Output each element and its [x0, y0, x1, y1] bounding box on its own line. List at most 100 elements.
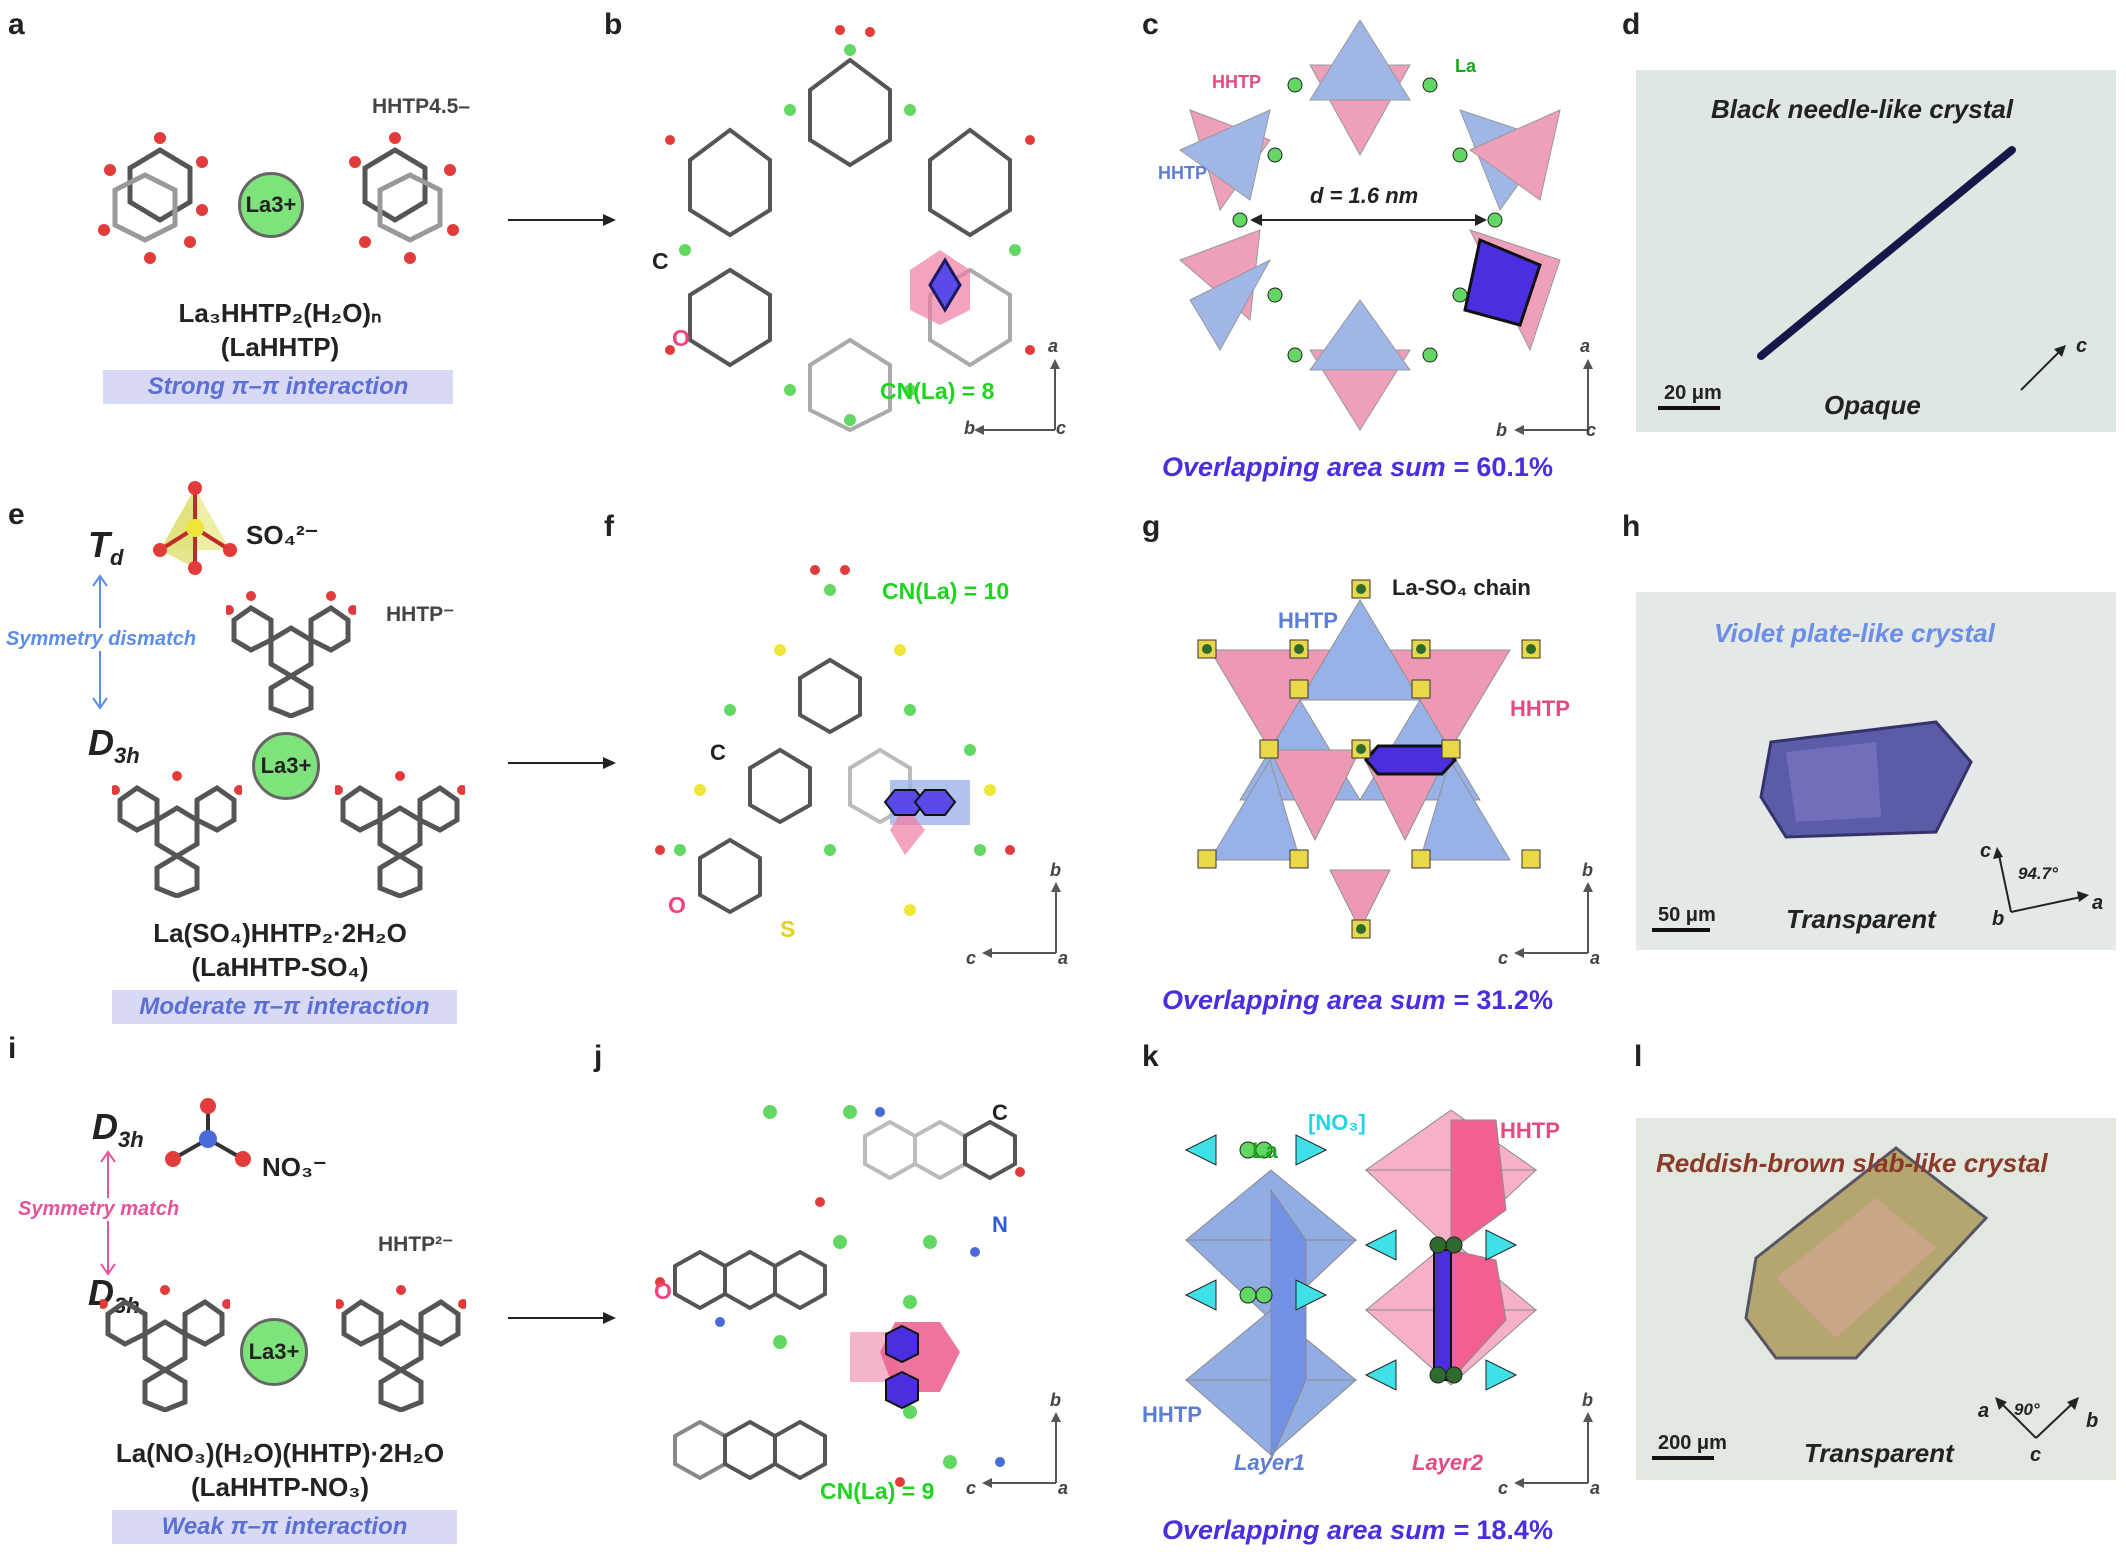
axis-c-h: c [1980, 840, 1992, 862]
abbr-a: (LaHHTP) [220, 332, 340, 362]
axis-k [1514, 1412, 1593, 1488]
hhtp-right-i [336, 1285, 466, 1412]
axis-b [974, 359, 1060, 435]
panel-label-g: g [1142, 510, 1161, 543]
interaction-band-e: Moderate π–π interaction [112, 990, 457, 1024]
axis-arrow-d [2020, 345, 2066, 391]
axis-j-origin: a [1058, 1478, 1069, 1498]
scalebar-d [1658, 406, 1720, 410]
panel-label-e: e [8, 498, 25, 531]
arrow-i-to-j [508, 1312, 616, 1324]
nitrate-molecule [165, 1098, 251, 1167]
title-l: Reddish-brown slab-like crystal [1656, 1148, 2048, 1178]
formula-a: La₃HHTP₂(H₂O)ₙ [178, 298, 382, 328]
la-ion-a: La3+ [238, 172, 304, 238]
axis-k-left: c [1498, 1478, 1509, 1498]
hhtp-left-e [112, 771, 242, 898]
formula-i: La(NO₃)(H₂O)(HHTP)·2H₂O [115, 1438, 445, 1468]
label-hhtp-pink-g: HHTP [1510, 696, 1570, 721]
overlap-g-value: 31.2% [1476, 985, 1553, 1015]
d3h-symbol-e: D3h [88, 722, 140, 769]
axis-j-up: b [1050, 1390, 1061, 1410]
cn-label-b: CN(La) = 8 [880, 378, 995, 404]
scalebar-l [1652, 1456, 1714, 1460]
atom-label-n-j: N [992, 1212, 1008, 1237]
label-hhtp-pink-c: HHTP [1212, 72, 1261, 92]
axis-f-left: c [966, 948, 977, 968]
interaction-band-a: Strong π–π interaction [103, 370, 453, 404]
hhtp-top-e [226, 591, 356, 718]
abbr-e: (LaHHTP-SO₄) [191, 952, 369, 982]
framework-f [655, 565, 1015, 916]
label-hhtp-pink-k: HHTP [1500, 1118, 1560, 1143]
axis-c [1514, 359, 1593, 435]
panel-label-b: b [604, 8, 623, 41]
overlap-k-label: Overlapping area sum = [1162, 1515, 1469, 1545]
atom-label-c-b: C [652, 248, 669, 274]
distance-c: d = 1.6 nm [1310, 183, 1419, 208]
cn-label-j: CN(La) = 9 [820, 1478, 935, 1504]
layer2-label: Layer2 [1412, 1450, 1483, 1475]
title-d: Black needle-like crystal [1711, 94, 2014, 124]
arrow-a-to-b [508, 214, 616, 226]
scalebar-label-l: 200 μm [1658, 1432, 1727, 1454]
framework-b [665, 25, 1035, 433]
axis-f [982, 882, 1061, 958]
axis-k-up: b [1582, 1390, 1593, 1410]
hhtp-molecule-right [349, 132, 459, 264]
atom-label-s-f: S [780, 916, 796, 942]
axis-a-l: a [1978, 1400, 1990, 1422]
label-la-c: La [1455, 56, 1477, 76]
microscope-image-h: Violet plate-like crystal 50 μm Transpar… [1636, 592, 2116, 950]
atom-label-o-j: O [654, 1278, 672, 1304]
angle-h: 94.7° [2018, 864, 2058, 883]
d3h-top-symbol: D3h [92, 1106, 144, 1153]
topology-c [1178, 20, 1561, 431]
match-label: Symmetry match [18, 1198, 180, 1221]
label-hhtp-blue-g: HHTP [1278, 608, 1338, 633]
dismatch-label: Symmetry dismatch [6, 628, 197, 651]
framework-j [655, 1105, 1025, 1487]
axis-c-up: a [1580, 336, 1591, 356]
chain-label-g: La-SO₄ chain [1392, 575, 1531, 600]
td-symbol: Td [88, 524, 124, 571]
overlap-k-value: 18.4% [1476, 1515, 1553, 1545]
overlap-c: Overlapping area sum = 60.1% [1162, 452, 1553, 483]
panel-label-j: j [594, 1040, 603, 1073]
hhtp-right-e [335, 771, 465, 898]
scalebar-label-d: 20 μm [1664, 382, 1722, 404]
angle-l: 90° [2014, 1400, 2040, 1419]
panel-label-a: a [8, 8, 25, 41]
scalebar-h [1652, 928, 1710, 932]
layer1-label: Layer1 [1234, 1450, 1305, 1475]
interaction-band-i: Weak π–π interaction [112, 1510, 457, 1544]
axis-j [982, 1412, 1061, 1488]
needle-crystal [1757, 146, 2016, 360]
axis-arrows-h [1993, 847, 2089, 913]
ligand-charge-a: HHTP4.5– [372, 95, 471, 118]
panel-label-f: f [604, 510, 614, 543]
axis-g-left: c [1498, 948, 1509, 968]
axis-c-left: b [1496, 420, 1507, 440]
formula-e: La(SO₄)HHTP₂·2H₂O [153, 918, 407, 948]
axis-f-up: b [1050, 860, 1061, 880]
no3-label-k: [NO₃] [1308, 1110, 1366, 1135]
overlap-g-label: Overlapping area sum = [1162, 985, 1469, 1015]
panel-label-c: c [1142, 8, 1159, 41]
opacity-l: Transparent [1804, 1438, 1954, 1468]
axis-f-origin: a [1058, 948, 1069, 968]
label-hhtp-blue-c: HHTP [1158, 163, 1207, 183]
axis-g [1514, 882, 1593, 958]
axis-g-up: b [1582, 860, 1593, 880]
axis-c-origin: c [1586, 420, 1597, 440]
panel-label-h: h [1622, 510, 1641, 543]
panel-label-l: l [1634, 1040, 1643, 1073]
ligand-charge-i: HHTP²⁻ [378, 1233, 454, 1256]
atom-label-o-f: O [668, 892, 686, 918]
axis-b-left: b [964, 418, 975, 438]
la-ion-i: La3+ [240, 1318, 308, 1386]
label-hhtp-blue-k: HHTP [1142, 1402, 1202, 1427]
overlap-g: Overlapping area sum = 31.2% [1162, 985, 1553, 1016]
overlap-k: Overlapping area sum = 18.4% [1162, 1515, 1553, 1546]
microscope-image-d: Black needle-like crystal 20 μm Opaque c [1636, 70, 2116, 432]
